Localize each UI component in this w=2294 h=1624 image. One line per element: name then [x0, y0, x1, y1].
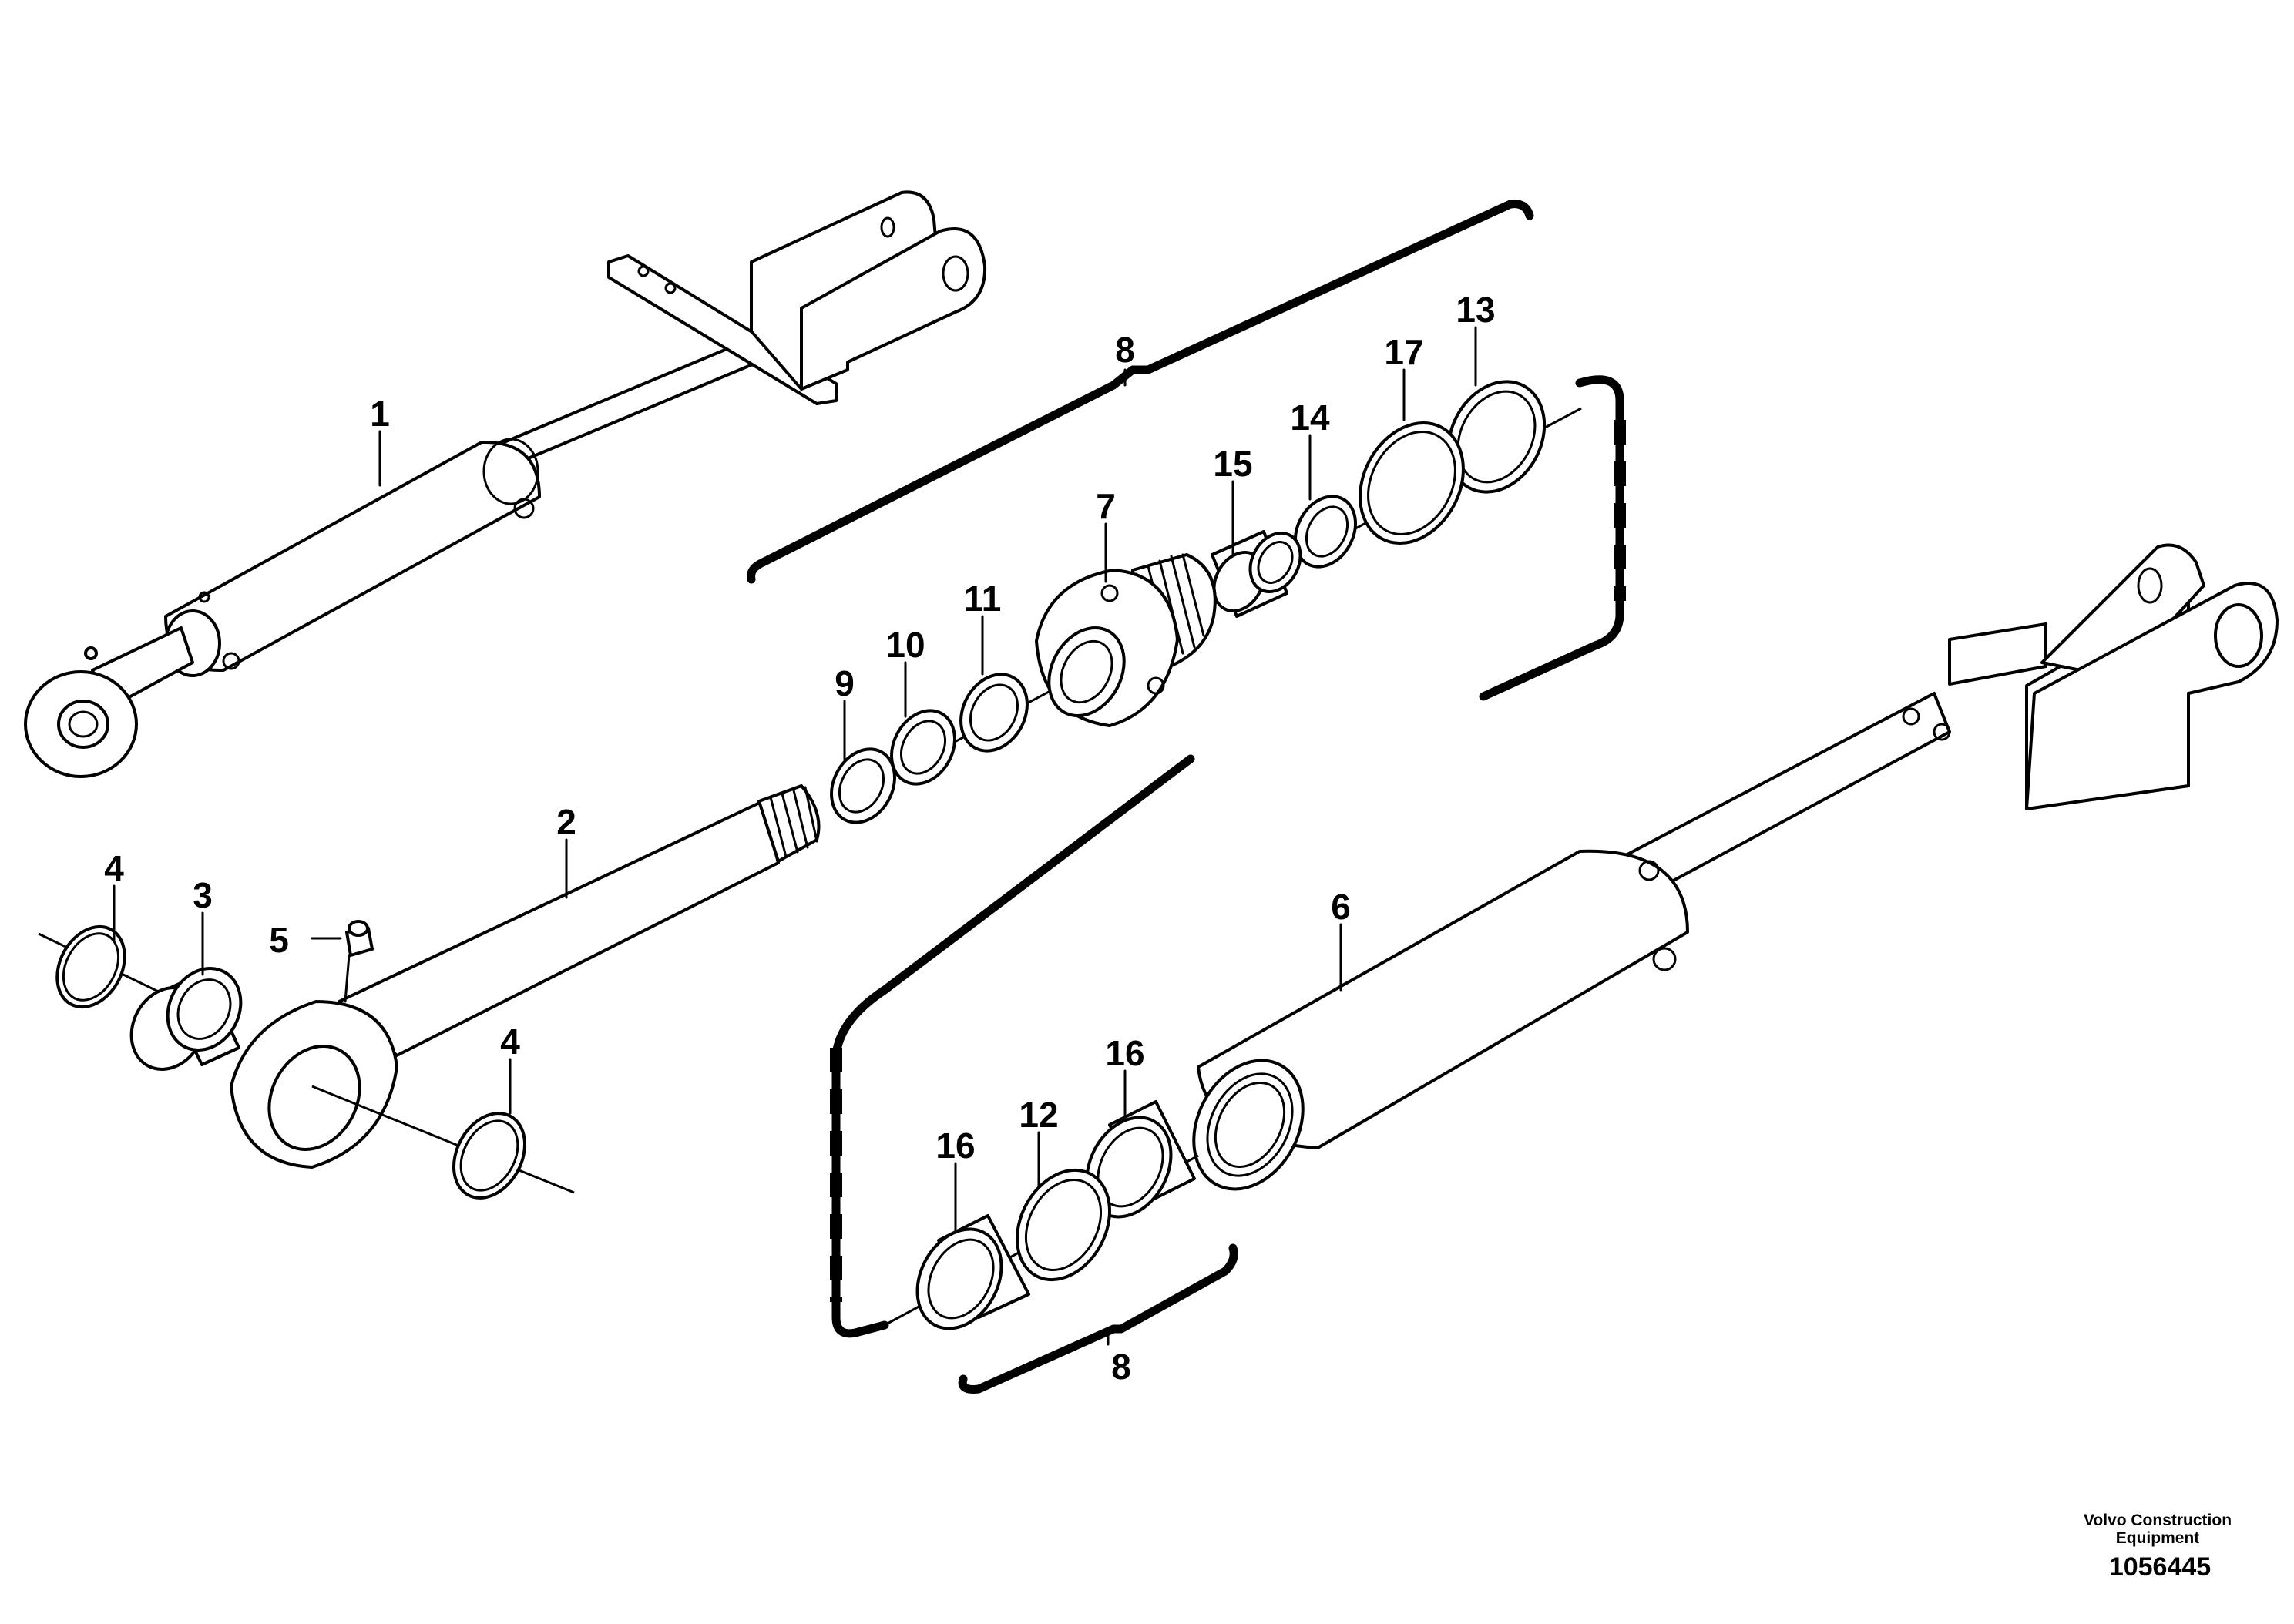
seal-kit-bracket-bottom [830, 754, 1238, 1394]
leader-lines [113, 326, 1477, 1346]
part-7-gland [1035, 553, 1217, 727]
part-15-bushing [1211, 530, 1302, 618]
document-number: 1056445 [2109, 1552, 2211, 1582]
part-17-ring [1359, 421, 1465, 545]
footer-block: Volvo Construction Equipment 1056445 [2084, 1512, 2232, 1582]
part-11-seal [959, 673, 1029, 753]
label-part-7: 7 [1096, 486, 1116, 526]
label-part-6: 6 [1331, 887, 1351, 927]
part-5-grease-nipple [311, 920, 374, 1003]
label-part-10: 10 [885, 625, 925, 665]
cylinder-assembly-top [24, 190, 987, 778]
label-part-5: 5 [269, 920, 289, 960]
part-2-piston-rod [38, 784, 821, 1194]
label-part-12: 12 [1019, 1095, 1058, 1135]
label-part-2: 2 [556, 802, 576, 842]
company-name-line1: Volvo Construction [2084, 1512, 2232, 1529]
part-12-ring [1016, 1168, 1111, 1282]
part-16-ring-left [915, 1214, 1030, 1330]
label-part-15: 15 [1213, 444, 1252, 484]
part-13-ring [1446, 380, 1547, 494]
part-14-seal [1294, 495, 1357, 569]
part-4-circlip-right [452, 1112, 527, 1200]
part-4-circlip-left [55, 924, 126, 1009]
label-part-3: 3 [193, 875, 213, 915]
label-part-16-left: 16 [935, 1126, 975, 1166]
seal-kit-bracket-top [747, 200, 1626, 701]
part-10-seal [890, 709, 956, 786]
label-part-8-top: 8 [1115, 330, 1135, 370]
label-part-4-left: 4 [104, 848, 124, 888]
label-part-4-right: 4 [500, 1022, 520, 1062]
label-part-9: 9 [835, 663, 855, 703]
label-part-11: 11 [964, 579, 1002, 619]
part-9-seal [830, 747, 896, 824]
company-name-line2: Equipment [2116, 1529, 2200, 1547]
label-part-17: 17 [1384, 332, 1423, 372]
label-part-14: 14 [1290, 398, 1330, 438]
label-part-8-bottom: 8 [1111, 1347, 1131, 1387]
label-part-13: 13 [1456, 290, 1495, 330]
cylinder-assembly-bottom [1192, 543, 2279, 1191]
label-part-1: 1 [370, 394, 390, 434]
label-part-16-right: 16 [1105, 1033, 1144, 1073]
part-number-labels: 1 2 3 4 4 5 6 7 8 8 9 10 11 12 13 14 15 … [104, 290, 1495, 1387]
part-3-bushing [129, 967, 243, 1071]
